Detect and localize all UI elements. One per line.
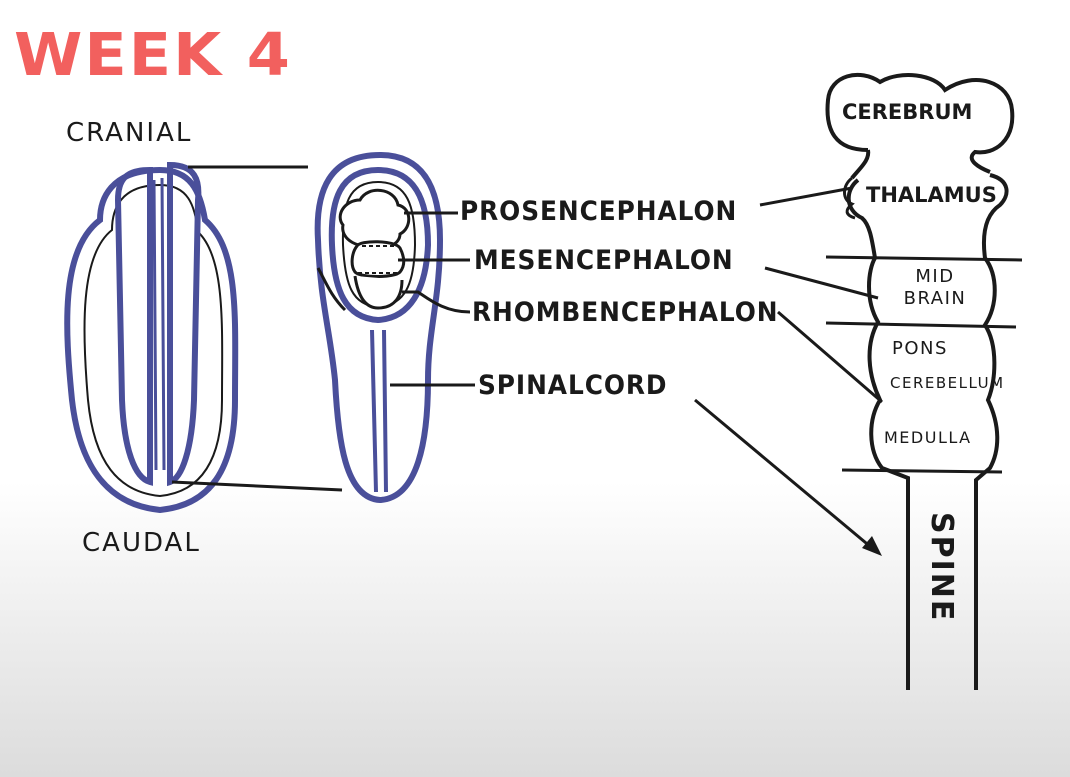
- label-spinalcord: SPINALCORD: [478, 370, 668, 401]
- leader-to-thalamus: [759, 186, 853, 207]
- arrowhead-spine: [862, 536, 882, 556]
- stem-left-edge: [846, 178, 910, 690]
- label-pons: PONS: [892, 338, 948, 359]
- leader-to-hindbrain: [777, 310, 883, 404]
- neural-fold-right: [167, 161, 202, 487]
- label-thalamus: THALAMUS: [866, 183, 997, 207]
- label-midbrain: MID BRAIN: [903, 266, 967, 309]
- hindbrain-vesicle: [353, 275, 404, 310]
- label-cerebrum: CEREBRUM: [842, 100, 973, 124]
- divider-medulla-bottom: [841, 468, 1003, 474]
- label-mesencephalon: MESENCEPHALON: [474, 245, 734, 276]
- neural-plate-embryo: [64, 161, 239, 514]
- arrow-to-spine: [694, 398, 873, 550]
- leader-to-midbrain: [764, 266, 879, 300]
- cerebrum-outline: [825, 72, 1015, 174]
- divider-midbrain-top: [825, 255, 1023, 262]
- neural-tube-embryo: [314, 151, 444, 504]
- connector-bottom: [171, 480, 343, 492]
- divider-midbrain-bottom: [825, 321, 1017, 329]
- label-cerebellum: CEREBELLUM: [890, 374, 1005, 392]
- thalamus-brace: [843, 176, 856, 220]
- stem-right-edge: [974, 173, 1009, 690]
- neural-plate-inner: [83, 183, 224, 498]
- cerebrum-left-neck: [850, 149, 871, 180]
- neural-tube-head: [328, 166, 432, 324]
- label-caudal: CAUDAL: [82, 528, 201, 558]
- neural-fold-left: [114, 166, 153, 486]
- neural-plate-outer: [64, 166, 239, 514]
- neural-tube-outer: [314, 151, 444, 504]
- label-cranial: CRANIAL: [66, 118, 193, 148]
- leader-side: [316, 267, 347, 312]
- label-spine: SPINE: [924, 512, 959, 623]
- forebrain-vesicle: [338, 189, 411, 249]
- label-medulla: MEDULLA: [884, 428, 972, 447]
- page-title: WEEK 4: [14, 19, 292, 90]
- label-rhombencephalon: RHOMBENCEPHALON: [472, 297, 779, 328]
- spinal-tube-channel: [370, 329, 388, 493]
- brain-sketch: [825, 72, 1023, 690]
- neural-groove: [152, 177, 166, 471]
- label-prosencephalon: PROSENCEPHALON: [460, 196, 738, 227]
- midbrain-vesicle: [350, 240, 406, 278]
- leader-rhombencephalon: [402, 290, 471, 314]
